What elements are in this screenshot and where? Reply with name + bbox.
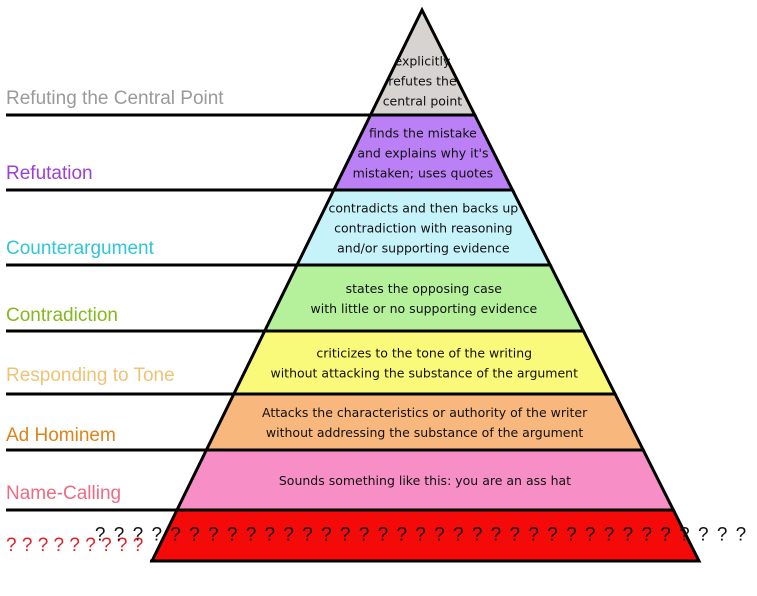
pyramid-tier-fill [262, 263, 586, 333]
tier-description-line: without addressing the substance of the … [266, 425, 584, 440]
tier-description-line: contradiction with reasoning [334, 221, 512, 236]
pyramid-tier-fill [203, 392, 646, 452]
pyramid-tier: Refutation finds the mistake and explains … [6, 113, 515, 192]
tier-label: ? ? ? ? ? ? ? ? ? [6, 535, 143, 556]
tier-description-line: central point [383, 94, 463, 109]
tier-description-line: Attacks the characteristics or authority… [262, 405, 588, 420]
pyramid-tier: Counterargument contradicts and then back… [6, 188, 553, 267]
pyramid-tier: Ad Hominem Attacks the characteristics or… [6, 392, 646, 452]
tier-label: Responding to Tone [6, 365, 175, 386]
tier-description-line: criticizes to the tone of the writing [316, 346, 532, 361]
tier-description-line: ? ? ? ? ? ? ? ? ? ? ? ? ? ? ? ? ? ? ? ? … [95, 525, 748, 546]
pyramid-tier: Name-Calling Sounds something like this: … [6, 448, 676, 512]
pyramid-tier-fill [231, 329, 618, 396]
pyramid-tier: ? ? ? ? ? ? ? ? ?? ? ? ? ? ? ? ? ? ? ? ?… [6, 508, 748, 563]
tier-label: Refuting the Central Point [6, 88, 224, 109]
tier-description-line: contradicts and then backs up [328, 201, 518, 216]
tier-description-line: finds the mistake [369, 126, 477, 141]
tier-label: Contradiction [6, 305, 118, 326]
tier-description-line: explicitly [395, 54, 451, 69]
tier-label: Ad Hominem [6, 425, 116, 446]
tier-description-line: mistaken; uses quotes [353, 166, 494, 181]
tier-description-line: with little or no supporting evidence [311, 301, 538, 316]
pyramid-tier: Refuting the Central Point explicitly refu… [6, 6, 478, 117]
tier-description-line: without attacking the substance of the a… [270, 366, 578, 381]
pyramid-tier: Responding to Tone criticizes to the tone… [6, 329, 618, 396]
tier-description-line: states the opposing case [346, 281, 503, 296]
pyramid-tier: Contradiction states the opposing case wit… [6, 263, 586, 333]
tier-description-line: refutes the [388, 74, 457, 89]
tier-description-line: Sounds something like this: you are an a… [279, 473, 571, 488]
tier-label: Name-Calling [6, 483, 121, 504]
tier-description-line: and explains why it's [357, 146, 488, 161]
tier-label: Refutation [6, 163, 93, 184]
tier-description-line: and/or supporting evidence [337, 241, 510, 256]
tier-label: Counterargument [6, 238, 155, 259]
